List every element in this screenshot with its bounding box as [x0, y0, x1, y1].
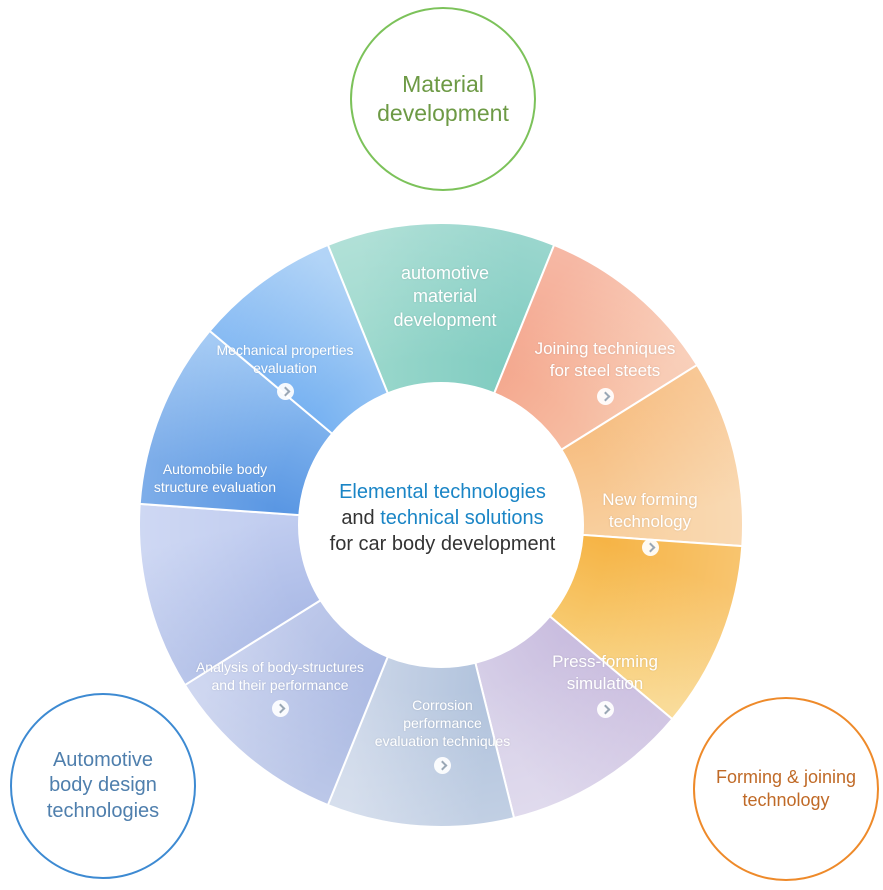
forming-joining-circle: Forming & joining technology: [693, 697, 879, 881]
center-line-2a: and: [341, 507, 381, 529]
chevron-right-icon[interactable]: [641, 539, 659, 557]
segment-new-forming-technology[interactable]: New forming technology: [590, 489, 710, 562]
center-line-2b: technical solutions: [380, 507, 544, 529]
segment-label: New forming technology: [602, 490, 698, 532]
chevron-right-icon[interactable]: [434, 756, 451, 774]
center-line-3: for car body development: [329, 533, 556, 555]
segment-automobile-body-structure[interactable]: Automobile body structure evaluation: [140, 460, 290, 496]
forming-joining-label: Forming & joining technology: [715, 766, 857, 810]
center-title: Elemental technologies and technical sol…: [300, 479, 585, 557]
segment-press-forming-simulation[interactable]: Press-forming simulation: [520, 651, 690, 724]
material-development-circle: Material development: [350, 7, 536, 191]
segment-label: Joining techniques for steel steets: [534, 339, 676, 381]
segment-label: Press-forming simulation: [552, 652, 658, 694]
chevron-right-icon[interactable]: [276, 383, 294, 401]
segment-corrosion-performance[interactable]: Corrosion performance evaluation techniq…: [350, 696, 535, 778]
chevron-right-icon[interactable]: [596, 388, 614, 406]
center-line-1: Elemental technologies: [339, 481, 546, 503]
segment-label: Corrosion performance evaluation techniq…: [374, 697, 511, 750]
segment-automotive-material-development[interactable]: automotive material development: [360, 262, 530, 332]
chevron-right-icon[interactable]: [271, 700, 289, 718]
segment-mechanical-properties[interactable]: Mechanical properties evaluation: [195, 341, 375, 405]
segment-label: Automobile body structure evaluation: [153, 461, 277, 496]
center-hole: [299, 383, 583, 667]
segment-analysis-body-structures[interactable]: Analysis of body-structures and their pe…: [180, 658, 380, 722]
automotive-body-design-label: Automotive body design technologies: [46, 748, 160, 822]
material-development-label: Material development: [377, 70, 509, 126]
segment-joining-techniques[interactable]: Joining techniques for steel steets: [505, 338, 705, 411]
chevron-right-icon[interactable]: [596, 701, 614, 719]
segment-label: Mechanical properties evaluation: [216, 342, 354, 377]
segment-label: automotive material development: [393, 263, 497, 330]
segment-label: Analysis of body-structures and their pe…: [195, 659, 365, 694]
automotive-body-design-circle: Automotive body design technologies: [10, 693, 196, 879]
